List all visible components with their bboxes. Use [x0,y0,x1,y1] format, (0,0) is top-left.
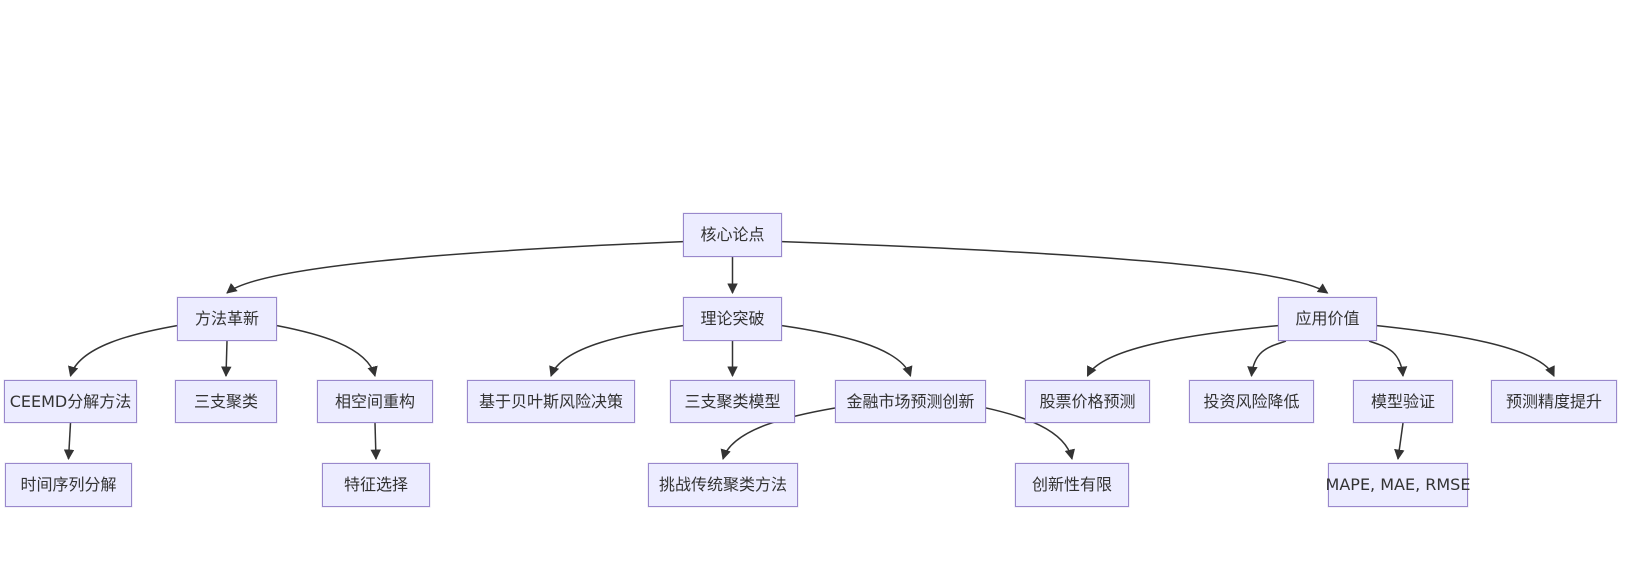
node-finance: 金融市场预测创新 [835,380,986,423]
node-ceemd: CEEMD分解方法 [4,380,137,423]
node-precision: 预测精度提升 [1491,380,1617,423]
node-timeseries: 时间序列分解 [5,463,132,507]
node-bayes: 基于贝叶斯风险决策 [467,380,635,423]
edge-application-modelval [1368,340,1408,378]
node-threemodel: 三支聚类模型 [670,380,795,423]
node-mape: MAPE, MAE, RMSE [1326,463,1470,507]
edge-core-method [226,240,684,294]
node-feature: 特征选择 [322,463,430,507]
edge-modelval-mape [1394,422,1405,461]
edge-core-application [781,240,1329,294]
node-threeway: 三支聚类 [175,380,277,423]
node-stock: 股票价格预测 [1025,380,1150,423]
node-core: 核心论点 [683,213,782,257]
edge-method-ceemd [68,324,178,378]
edge-application-stock [1086,324,1279,377]
edge-finance-challenge [720,407,836,461]
edge-finance-limited [985,407,1075,461]
edge-theory-bayes [549,324,684,377]
edge-ceemd-timeseries [63,422,75,461]
node-modelval: 模型验证 [1353,380,1453,423]
edge-phasespace-feature [370,422,381,461]
node-limited: 创新性有限 [1015,463,1129,507]
node-method: 方法革新 [177,297,277,341]
edge-method-threeway [221,340,232,378]
node-theory: 理论突破 [683,297,782,341]
edge-application-invest [1247,340,1287,378]
node-application: 应用价值 [1278,297,1377,341]
node-invest: 投资风险降低 [1189,380,1314,423]
edge-application-precision [1376,324,1555,377]
node-phasespace: 相空间重构 [317,380,433,423]
node-challenge: 挑战传统聚类方法 [648,463,798,507]
edge-method-phasespace [276,324,378,378]
edge-theory-finance [781,324,913,377]
